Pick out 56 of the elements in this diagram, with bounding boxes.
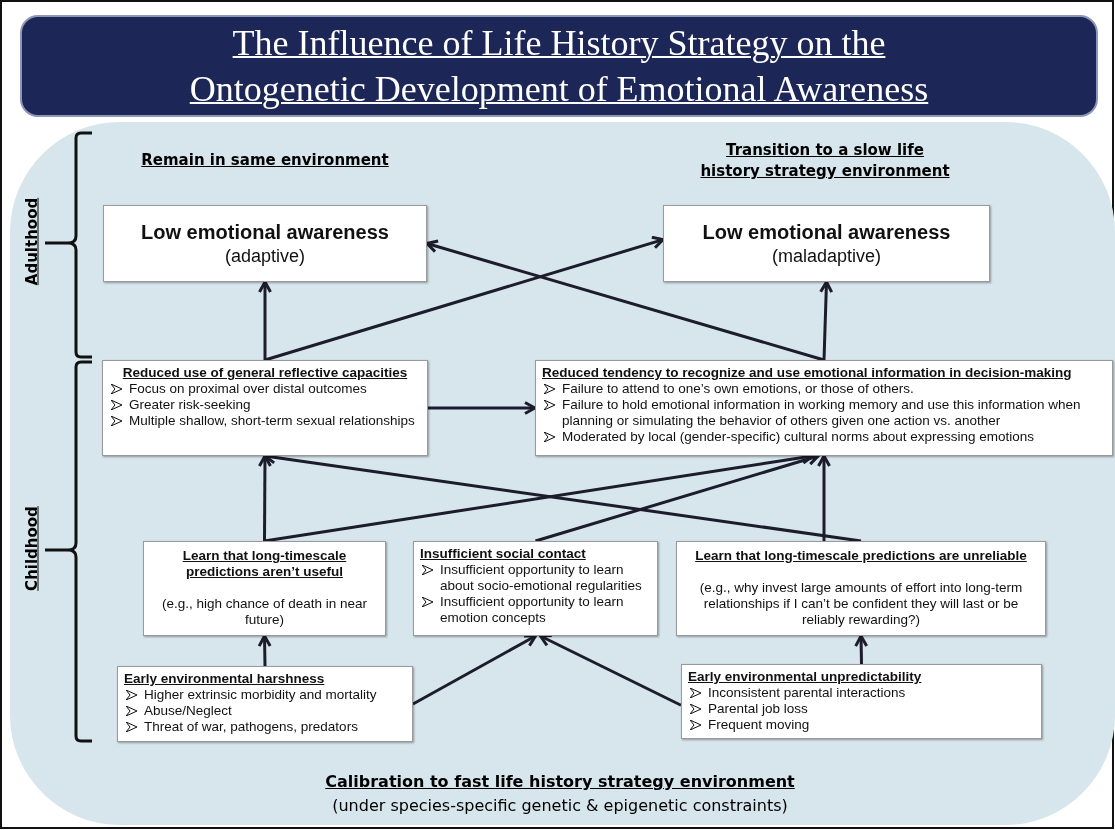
bullet-text: Frequent moving — [708, 717, 810, 733]
example-text: (e.g., why invest large amounts of effort into long-term relationships if I can’t be confident they will last or be reliably rewarding?) — [698, 580, 1024, 628]
box-heading: Learn that long-timescale predictions are unreliable — [694, 548, 1028, 564]
title-banner — [20, 15, 1098, 117]
example-text: (e.g., high chance of death in near future) — [161, 596, 368, 628]
box-heading: Low emotional awareness — [702, 219, 951, 244]
subcaption-text: (under species-specific genetic & epigenetic constraints) — [331, 796, 789, 816]
factor-box — [676, 541, 1046, 636]
arrow — [819, 280, 834, 361]
arrow — [412, 634, 537, 706]
bullet-text: Focus on proximal over distal outcomes — [129, 381, 367, 397]
bullet-text: Abuse/Neglect — [144, 703, 232, 719]
background-panel — [10, 122, 1115, 825]
factor-box — [681, 664, 1042, 739]
arrow — [425, 239, 825, 362]
box-heading: Insufficient social contact — [420, 546, 587, 562]
outcome-box — [103, 205, 427, 282]
bullet-text: Inconsistent parental interactions — [708, 685, 906, 701]
qualifier-text: (adaptive) — [224, 244, 305, 268]
bullet-text: Parental job loss — [708, 701, 808, 717]
arrow — [538, 634, 682, 707]
bullet-text: Insufficient opportunity to learn emotion concepts — [440, 594, 625, 626]
stage-label: Adulthood — [21, 196, 42, 288]
factor-box — [413, 541, 658, 636]
bullet-text: Multiple shallow, short-term sexual relationships — [129, 413, 415, 429]
column-heading: Remain in same environment — [140, 150, 390, 171]
factor-box — [117, 666, 413, 742]
qualifier-text: (maladaptive) — [771, 244, 881, 268]
bullet-text: Moderated by local (gender-specific) cultural norms about expressing emotions — [562, 429, 1034, 445]
outcome-box — [663, 205, 990, 282]
bullet-text: Failure to attend to one’s own emotions, or those of others. — [562, 381, 914, 397]
caption-text: Calibration to fast life history strategy environment — [324, 772, 796, 792]
box-heading: Low emotional awareness — [141, 219, 389, 244]
box-heading: Reduced use of general reflective capacities — [121, 365, 409, 381]
arrow — [428, 401, 537, 415]
factor-box — [535, 360, 1113, 456]
bullet-text: Higher extrinsic morbidity and mortality — [144, 687, 377, 703]
bullet-text: Greater risk-seeking — [129, 397, 251, 413]
arrow — [264, 235, 665, 362]
arrow — [854, 634, 869, 665]
box-heading: Early environmental unpredictability — [688, 669, 923, 685]
box-heading: Learn that long-timescale predictions aren’t useful — [181, 548, 348, 580]
arrow — [257, 634, 272, 667]
arrow — [257, 454, 272, 541]
box-heading: Reduced tendency to recognize and use emotional information in decision-making — [542, 365, 1073, 381]
arrow — [258, 280, 272, 360]
factor-box — [143, 541, 386, 636]
bullet-text: Threat of war, pathogens, predators — [144, 719, 358, 735]
column-heading: Transition to a slow life history strategy environment — [700, 140, 950, 182]
bullet-text: Insufficient opportunity to learn about socio-emotional regularities — [440, 562, 643, 594]
factor-box — [102, 360, 428, 456]
bullet-text: Failure to hold emotional information in working memory and use this information when planning or simulating the behavior of others given one action vs. another — [562, 397, 1082, 429]
arrow — [817, 454, 831, 541]
stage-label: Childhood — [21, 505, 42, 593]
title-text: The Influence of Life History Strategy on the Ontogenetic Development of Emotional Awareness — [188, 22, 930, 111]
box-heading: Early environmental harshness — [124, 671, 326, 687]
